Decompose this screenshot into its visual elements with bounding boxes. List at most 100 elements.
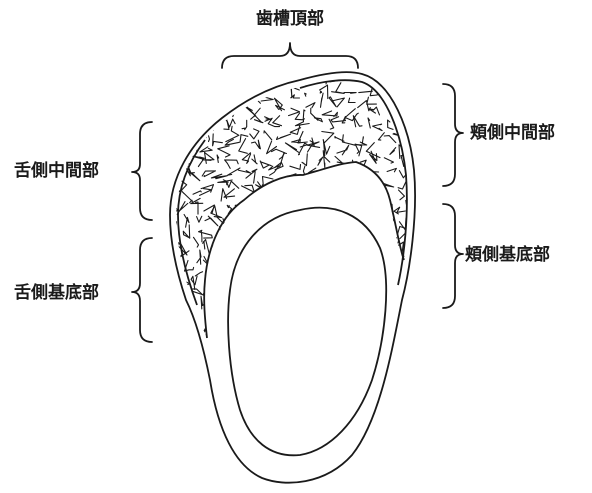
trabecula-stroke xyxy=(375,199,378,213)
trabecula-stroke xyxy=(256,340,263,345)
trabecula-stroke xyxy=(213,329,228,338)
trabecula-stroke xyxy=(388,303,396,307)
trabecula-stroke xyxy=(263,320,272,331)
trabecula-stroke xyxy=(315,336,322,348)
outer-cortical-outline xyxy=(170,72,415,482)
trabecula-stroke xyxy=(300,227,315,234)
trabecula-stroke xyxy=(370,293,383,302)
trabecula-stroke xyxy=(264,319,276,323)
trabecula-stroke xyxy=(224,189,235,197)
trabecula-stroke xyxy=(204,97,209,110)
trabecula-stroke xyxy=(175,324,181,333)
trabecula-stroke xyxy=(214,254,223,265)
trabecula-stroke xyxy=(334,275,344,286)
trabecula-stroke xyxy=(271,253,277,263)
trabecula-stroke xyxy=(270,234,276,242)
trabecula-stroke xyxy=(291,310,297,326)
trabecula-stroke xyxy=(378,133,384,140)
lingual-base-label: 舌側基底部 xyxy=(14,282,99,303)
buccal-middle-brace xyxy=(443,84,463,186)
trabecula-stroke xyxy=(387,168,396,171)
trabecula-stroke xyxy=(203,240,210,255)
trabecula-stroke xyxy=(263,235,277,244)
trabecula-stroke xyxy=(368,118,370,128)
trabecula-stroke xyxy=(215,337,216,344)
trabecula-stroke xyxy=(310,326,319,328)
trabecula-stroke xyxy=(280,298,282,308)
trabecula-stroke xyxy=(225,266,238,274)
trabecula-stroke xyxy=(218,106,222,116)
trabecula-stroke xyxy=(243,201,252,204)
trabecula-stroke xyxy=(216,263,221,274)
trabecula-stroke xyxy=(373,319,382,330)
trabecula-stroke xyxy=(302,310,314,319)
trabecula-stroke xyxy=(293,243,299,248)
trabecula-stroke xyxy=(334,290,345,292)
trabecula-stroke xyxy=(179,72,186,79)
trabecula-stroke xyxy=(331,270,347,271)
trabecula-stroke xyxy=(412,300,418,311)
trabecula-stroke xyxy=(193,121,195,136)
trabecula-stroke xyxy=(398,227,410,239)
trabecula-stroke xyxy=(180,103,192,114)
trabecula-stroke xyxy=(252,332,255,335)
trabecula-stroke xyxy=(334,333,347,345)
trabecula-stroke xyxy=(337,145,349,155)
trabecula-stroke xyxy=(168,222,177,229)
trabecula-stroke xyxy=(287,261,293,272)
trabecula-stroke xyxy=(401,86,408,92)
trabecula-stroke xyxy=(250,198,263,206)
trabecula-stroke xyxy=(385,74,399,76)
trabecula-stroke xyxy=(167,241,180,246)
trabecula-stroke xyxy=(295,110,305,120)
trabecula-stroke xyxy=(385,249,397,254)
trabecula-stroke xyxy=(245,69,248,85)
trabecula-stroke xyxy=(239,319,250,321)
trabecula-stroke xyxy=(368,303,381,309)
trabecula-stroke xyxy=(249,250,256,262)
trabecula-stroke xyxy=(413,82,417,93)
trabecula-stroke xyxy=(239,81,249,95)
trabecula-stroke xyxy=(315,188,321,200)
trabecula-stroke xyxy=(361,254,372,264)
trabecula-stroke xyxy=(399,94,408,103)
trabecula-stroke xyxy=(181,93,189,103)
trabecula-stroke xyxy=(203,74,215,82)
trabecula-stroke xyxy=(294,330,300,335)
trabecula-stroke xyxy=(223,68,235,77)
trabecula-stroke xyxy=(344,93,356,94)
trabecula-stroke xyxy=(311,224,322,239)
trabecula-stroke xyxy=(202,108,214,115)
trabecula-stroke xyxy=(213,134,223,146)
trabecula-stroke xyxy=(291,273,300,284)
trabecula-stroke xyxy=(264,131,272,140)
trabecula-stroke xyxy=(397,336,406,350)
trabecula-stroke xyxy=(310,265,321,274)
trabecula-stroke xyxy=(311,297,328,307)
trabecula-stroke xyxy=(211,174,227,179)
trabecula-stroke xyxy=(314,118,322,122)
trabecula-stroke xyxy=(173,151,175,163)
cancellous-bone-region xyxy=(164,68,422,351)
trabecula-stroke xyxy=(361,299,369,307)
trabecula-stroke xyxy=(191,173,200,181)
trabecula-stroke xyxy=(197,216,202,222)
trabecula-stroke xyxy=(234,216,237,226)
trabecula-stroke xyxy=(324,312,330,323)
trabecula-stroke xyxy=(329,97,336,107)
trabecula-stroke xyxy=(192,83,204,94)
trabecula-stroke xyxy=(248,207,254,212)
trabecula-stroke xyxy=(291,86,299,98)
trabecula-stroke xyxy=(313,178,322,191)
trabecula-stroke xyxy=(345,109,358,121)
trabecula-stroke xyxy=(182,143,188,151)
trabecula-stroke xyxy=(193,191,201,194)
trabecula-stroke xyxy=(187,341,192,345)
trabecula-stroke xyxy=(407,75,415,82)
trabecula-stroke xyxy=(277,217,290,224)
trabecula-stroke xyxy=(183,225,190,238)
trabecula-stroke xyxy=(339,169,349,179)
trabecula-stroke xyxy=(171,87,180,94)
trabecula-stroke xyxy=(288,303,301,309)
trabecula-stroke xyxy=(213,299,223,304)
